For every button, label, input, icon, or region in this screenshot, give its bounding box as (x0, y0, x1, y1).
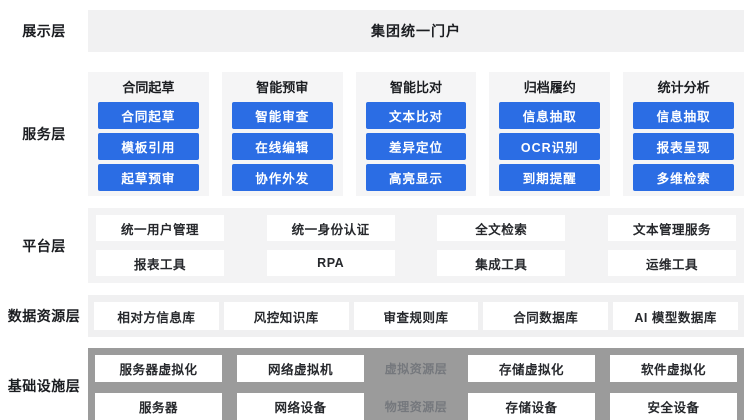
service-column-header: 合同起草 (122, 80, 175, 95)
layer-label-data-resource: 数据资源层 (7, 308, 81, 324)
infra-physical-resource-row: 服务器 网络设备 物理资源层 存储设备 安全设备 (95, 393, 737, 420)
service-column-header: 智能预审 (256, 80, 309, 95)
service-layer-row: 服务层 合同起草 合同起草 模板引用 起草预审 智能预审 智能审查 在线编辑 协… (0, 72, 750, 196)
service-column: 智能预审 智能审查 在线编辑 协作外发 (221, 72, 343, 196)
service-column: 合同起草 合同起草 模板引用 起草预审 (88, 72, 209, 196)
service-item: 文本比对 (365, 102, 467, 129)
data-resource-box: 相对方信息库 (94, 302, 219, 330)
service-item: 在线编辑 (231, 133, 333, 160)
infra-box: 网络虚拟机 (237, 355, 364, 382)
service-column-header: 归档履约 (523, 80, 576, 95)
infra-box: 安全设备 (610, 393, 737, 420)
layer-label-platform: 平台层 (22, 237, 66, 254)
data-resource-box: 审查规则库 (353, 302, 479, 330)
platform-layer-row: 平台层 统一用户管理 统一身份认证 全文检索 文本管理服务 报表工具 RPA 集… (0, 208, 750, 283)
layer-label-service: 服务层 (22, 126, 66, 142)
service-column: 统计分析 信息抽取 报表呈现 多维检索 (623, 72, 744, 196)
service-item: 多维检索 (633, 164, 734, 191)
infra-tag-physical-resource: 物理资源层 (384, 400, 448, 414)
layer-label-display: 展示层 (22, 23, 66, 39)
service-item: 报表呈现 (633, 133, 734, 160)
infra-tag-virtual-resource: 虚拟资源层 (384, 362, 448, 376)
platform-box: 统一用户管理 (96, 215, 224, 241)
service-item: 智能审查 (231, 102, 333, 129)
platform-box: 运维工具 (607, 250, 736, 276)
service-item: 协作外发 (231, 164, 333, 191)
infra-box: 存储设备 (468, 393, 595, 420)
data-resource-box: 风控知识库 (223, 302, 349, 330)
platform-box: 集成工具 (437, 250, 566, 276)
infra-virtual-resource-row: 服务器虚拟化 网络虚拟机 虚拟资源层 存储虚拟化 软件虚拟化 (95, 355, 737, 382)
service-item: 信息抽取 (633, 102, 734, 129)
service-item: OCR识别 (499, 133, 601, 160)
service-item: 高亮显示 (365, 164, 467, 191)
infra-box: 网络设备 (237, 393, 364, 420)
platform-box: 文本管理服务 (607, 215, 736, 241)
display-layer-row: 展示层 集团统一门户 (0, 10, 750, 52)
service-item: 起草预审 (98, 164, 199, 191)
infra-box: 软件虚拟化 (610, 355, 737, 382)
service-item: 合同起草 (98, 102, 199, 129)
service-column-header: 统计分析 (657, 80, 710, 95)
service-column: 归档履约 信息抽取 OCR识别 到期提醒 (489, 72, 611, 196)
data-resource-box: 合同数据库 (483, 302, 609, 330)
platform-box: 报表工具 (96, 250, 224, 276)
layer-label-infrastructure: 基础设施层 (7, 378, 81, 394)
platform-box: 统一身份认证 (266, 215, 395, 241)
service-column: 智能比对 文本比对 差异定位 高亮显示 (355, 72, 477, 196)
service-item: 模板引用 (98, 133, 199, 160)
portal-box: 集团统一门户 (88, 10, 744, 52)
service-item: 到期提醒 (499, 164, 601, 191)
platform-box: 全文检索 (437, 215, 566, 241)
data-resource-box: AI 模型数据库 (613, 302, 738, 330)
service-column-header: 智能比对 (389, 80, 442, 95)
service-item: 差异定位 (365, 133, 467, 160)
infra-box: 服务器 (95, 393, 222, 420)
service-item: 信息抽取 (499, 102, 601, 129)
platform-box: RPA (266, 250, 395, 276)
infra-box: 存储虚拟化 (468, 355, 595, 382)
infrastructure-layer-row: 基础设施层 服务器虚拟化 网络虚拟机 虚拟资源层 存储虚拟化 软件虚拟化 服务器… (0, 348, 750, 420)
data-resource-layer-row: 数据资源层 相对方信息库 风控知识库 审查规则库 合同数据库 AI 模型数据库 (0, 295, 750, 337)
infra-box: 服务器虚拟化 (95, 355, 222, 382)
